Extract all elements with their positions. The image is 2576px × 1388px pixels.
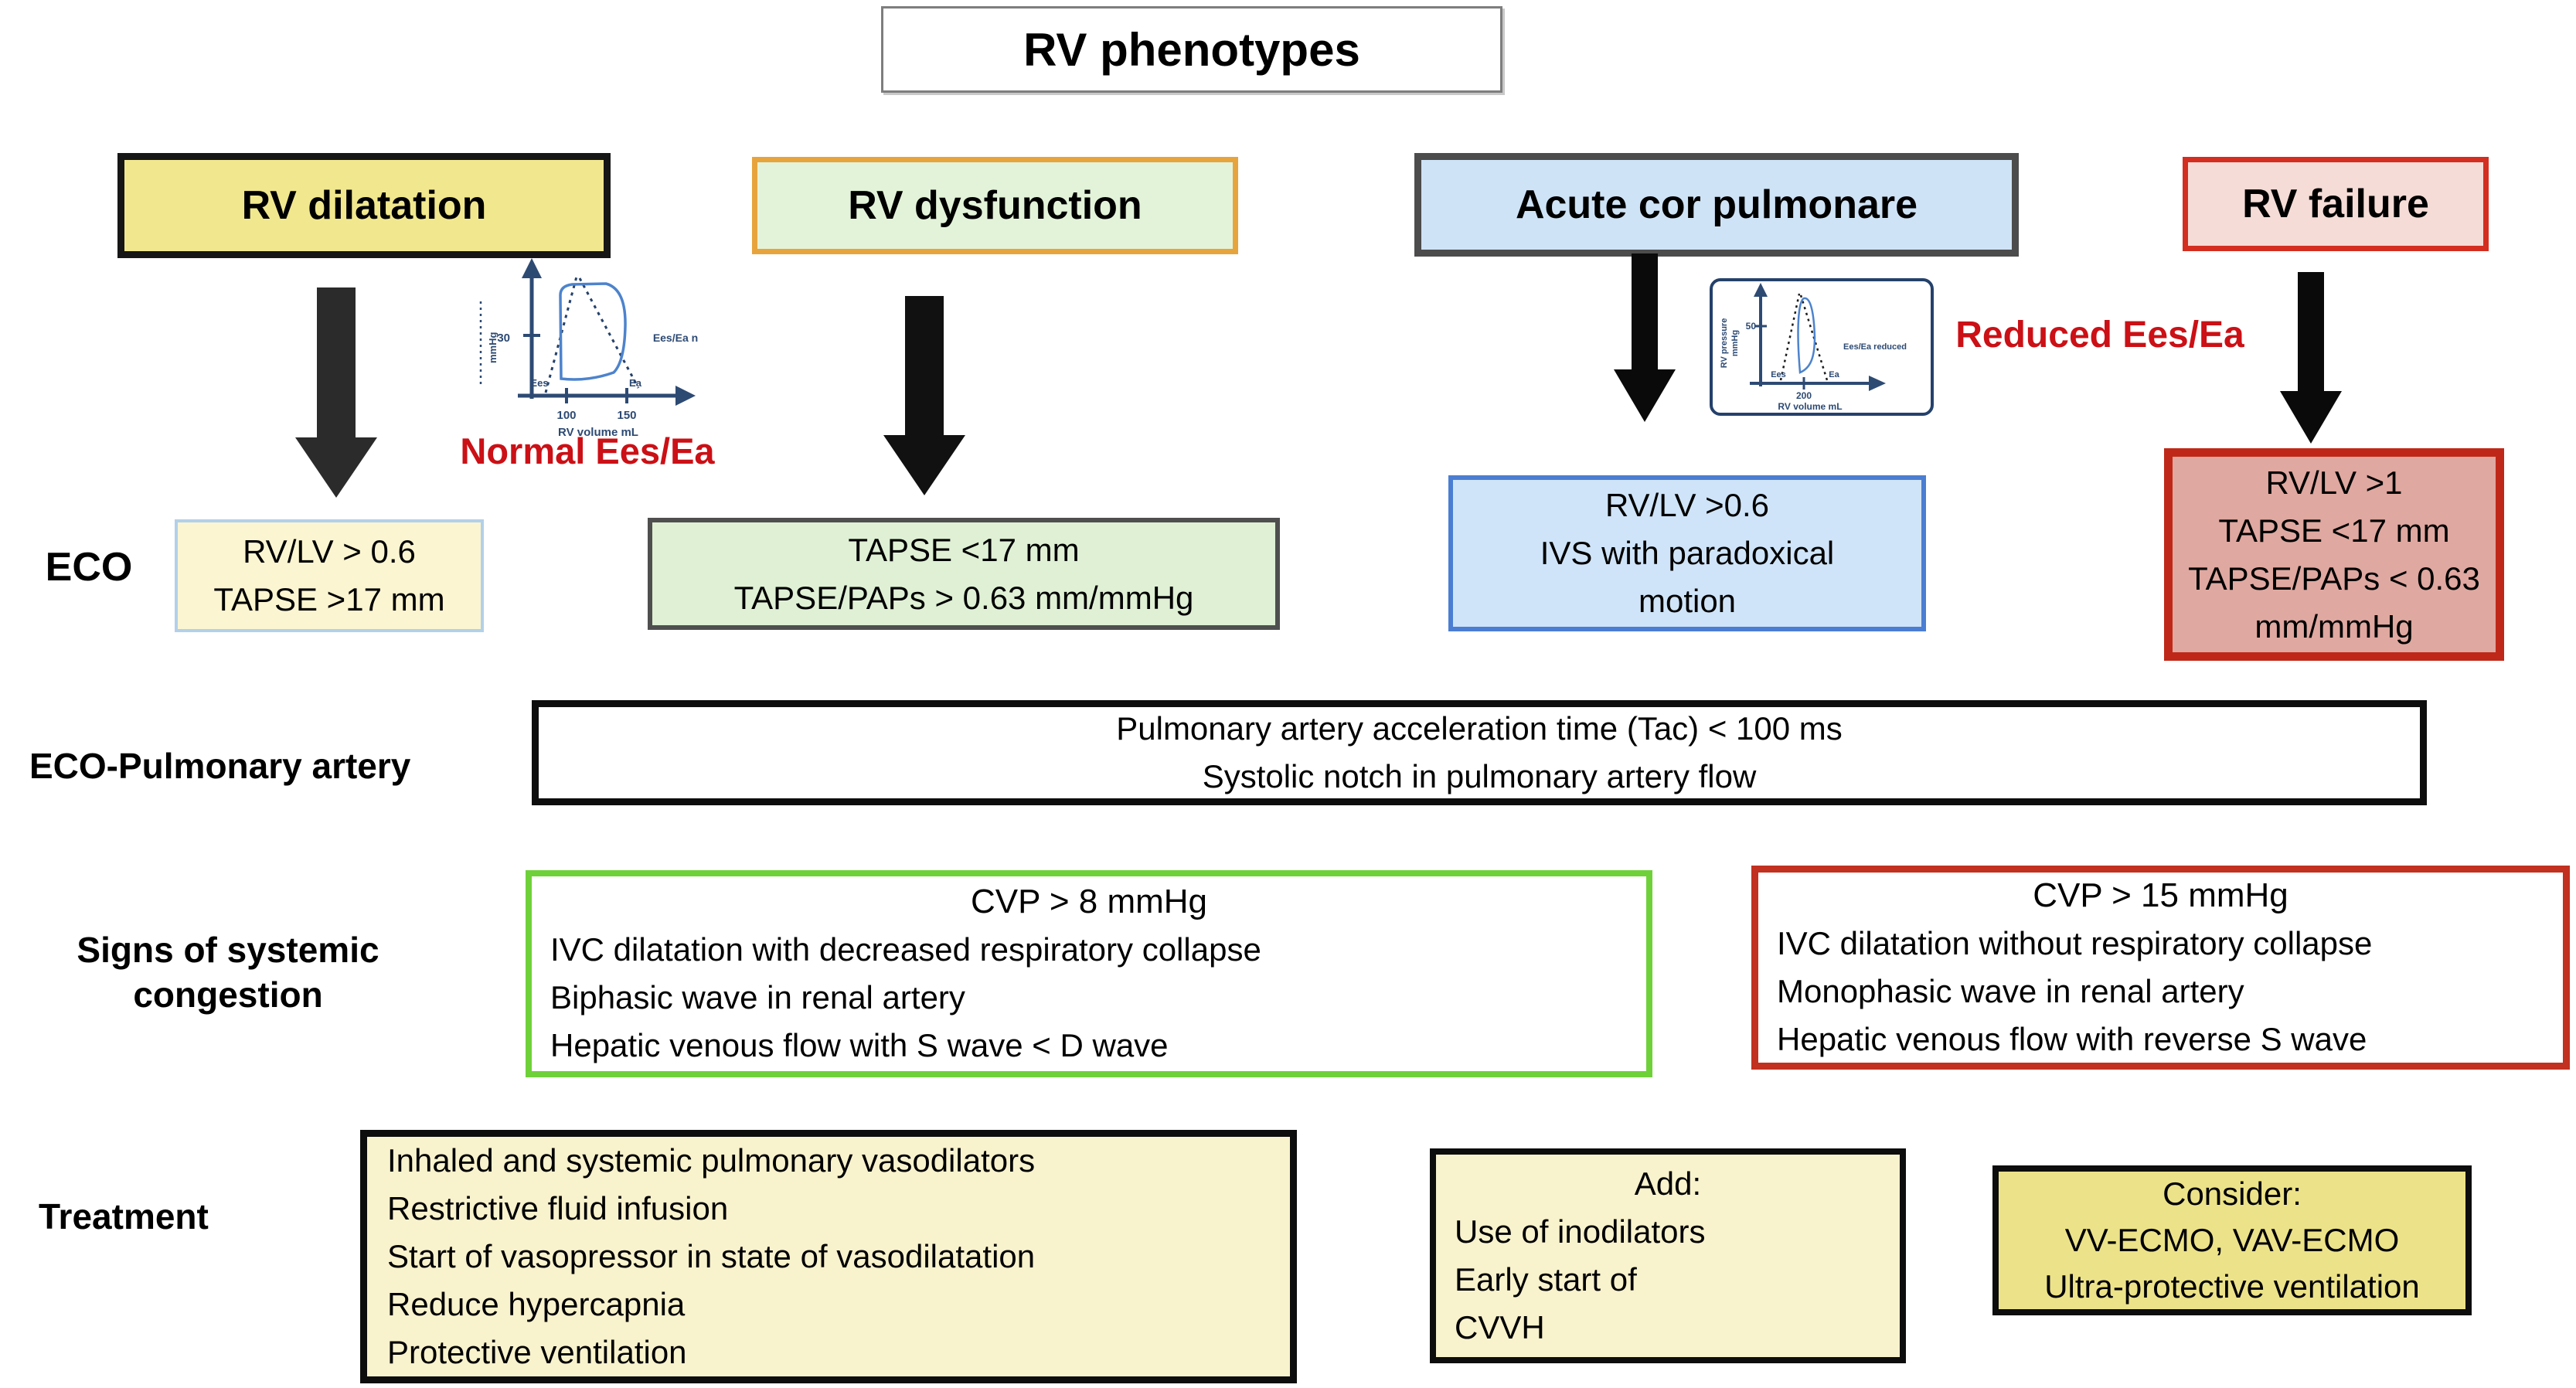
caption-reduced-ees-ea: Reduced Ees/Ea <box>1955 315 2244 356</box>
eco-line: RV/LV >0.6 <box>1604 487 1770 523</box>
eco-line: TAPSE <17 mm <box>848 531 1080 568</box>
treatment-item: VV-ECMO, VAV-ECMO <box>2064 1222 2400 1258</box>
figure-title-box: RV phenotypes <box>881 6 1502 93</box>
header-acute-cor-pulmonare-label: Acute cor pulmonare <box>1515 182 1918 227</box>
y-axis-label: mmHg <box>1730 330 1740 356</box>
congestion-item: Biphasic wave in renal artery <box>550 979 965 1015</box>
pv-loop-reduced-plot: RV pressure mmHg 50 Ees Ea 200 RV volume… <box>1720 283 1907 412</box>
header-rv-failure-label: RV failure <box>2242 182 2429 226</box>
eco-line: motion <box>1638 583 1737 619</box>
ea-label: Ea <box>629 377 642 389</box>
congestion-item: Hepatic venous flow with reverse S wave <box>1777 1021 2367 1057</box>
treatment-item: Reduce hypercapnia <box>387 1286 686 1322</box>
pa-line: Systolic notch in pulmonary artery flow <box>1202 758 1757 794</box>
row-label-line: congestion <box>133 975 323 1015</box>
row-label-systemic-congestion: Signs of systemic congestion <box>58 927 398 1017</box>
figure-title: RV phenotypes <box>1023 23 1360 76</box>
x-tick-label: 200 <box>1796 390 1812 401</box>
ees-label: Ees <box>530 377 548 389</box>
loop-annotation: Ees/Ea reduced <box>1843 342 1907 352</box>
row-label-line: Signs of systemic <box>77 930 379 970</box>
header-rv-dysfunction-label: RV dysfunction <box>848 183 1142 228</box>
eco-line: RV/LV >1 <box>2265 464 2403 501</box>
ees-label: Ees <box>1771 370 1786 379</box>
treatment-add-title: Add: <box>1634 1165 1702 1202</box>
treatment-item: Restrictive fluid infusion <box>387 1190 729 1226</box>
pulmonary-artery-box: Pulmonary artery acceleration time (Tac)… <box>532 700 2427 805</box>
treatment-item: Ultra-protective ventilation <box>2044 1268 2420 1305</box>
down-arrow-icon <box>2280 272 2342 444</box>
down-arrow-icon <box>295 287 377 498</box>
header-rv-failure: RV failure <box>2183 157 2489 251</box>
congestion-item: Monophasic wave in renal artery <box>1777 973 2244 1009</box>
eco-line: TAPSE >17 mm <box>213 581 445 617</box>
eco-line: TAPSE <17 mm <box>2218 512 2450 549</box>
treatment-item: Use of inodilators <box>1455 1213 1706 1250</box>
x-tick-label: 150 <box>617 409 636 422</box>
eco-box-acute-cor-pulmonare: RV/LV >0.6 IVS with paradoxical motion <box>1448 475 1926 631</box>
eco-line: mm/mmHg <box>2254 607 2414 645</box>
down-arrow-icon <box>883 296 965 495</box>
pv-loop-normal-plot: mmHg 30 Ees Ea 100 150 RV volume mL Ees/… <box>479 258 698 439</box>
congestion-box-moderate: CVP > 8 mmHg IVC dilatation with decreas… <box>526 870 1652 1077</box>
congestion-title: CVP > 15 mmHg <box>2033 876 2288 914</box>
treatment-consider-title: Consider: <box>2163 1175 2302 1212</box>
down-arrow-icon <box>1614 253 1676 422</box>
congestion-item: Hepatic venous flow with S wave < D wave <box>550 1027 1169 1063</box>
y-tick-label: 50 <box>1746 321 1757 332</box>
treatment-box-add: Add: Use of inodilators Early start of C… <box>1430 1148 1906 1363</box>
congestion-item: IVC dilatation without respiratory colla… <box>1777 925 2373 961</box>
treatment-box-consider: Consider: VV-ECMO, VAV-ECMO Ultra-protec… <box>1992 1165 2472 1315</box>
x-axis-label: RV volume mL <box>558 426 638 439</box>
eco-line: TAPSE/PAPs < 0.63 <box>2188 560 2480 597</box>
eco-box-rv-dilatation: RV/LV > 0.6 TAPSE >17 mm <box>175 519 484 632</box>
eco-box-rv-dysfunction: TAPSE <17 mm TAPSE/PAPs > 0.63 mm/mmHg <box>648 518 1280 630</box>
row-label-eco: ECO <box>45 545 133 590</box>
caption-normal-ees-ea: Normal Ees/Ea <box>460 430 715 471</box>
header-rv-dysfunction: RV dysfunction <box>752 157 1238 254</box>
header-acute-cor-pulmonare: Acute cor pulmonare <box>1414 153 2019 257</box>
loop-annotation: Ees/Ea n <box>653 332 698 344</box>
congestion-title: CVP > 8 mmHg <box>970 883 1208 920</box>
eco-box-rv-failure: RV/LV >1 TAPSE <17 mm TAPSE/PAPs < 0.63 … <box>2164 448 2504 661</box>
header-rv-dilatation: RV dilatation <box>117 153 611 258</box>
eco-line: IVS with paradoxical <box>1540 535 1835 571</box>
treatment-item: Inhaled and systemic pulmonary vasodilat… <box>387 1142 1036 1179</box>
ea-label: Ea <box>1829 370 1839 379</box>
row-label-treatment: Treatment <box>39 1196 209 1237</box>
treatment-item: CVVH <box>1455 1309 1545 1345</box>
y-tick-label: 30 <box>497 332 510 345</box>
eco-line: TAPSE/PAPs > 0.63 mm/mmHg <box>733 579 1194 616</box>
x-axis-label: RV volume mL <box>1778 401 1842 412</box>
congestion-box-severe: CVP > 15 mmHg IVC dilatation without res… <box>1751 866 2570 1070</box>
treatment-box-general: Inhaled and systemic pulmonary vasodilat… <box>360 1130 1297 1383</box>
x-tick-label: 100 <box>556 409 576 422</box>
row-label-eco-pulmonary-artery: ECO-Pulmonary artery <box>29 746 411 786</box>
congestion-item: IVC dilatation with decreased respirator… <box>550 931 1261 968</box>
header-rv-dilatation-label: RV dilatation <box>241 183 487 228</box>
treatment-item: Start of vasopressor in state of vasodil… <box>387 1238 1036 1274</box>
y-axis-label: mmHg <box>487 332 499 363</box>
y-axis-label: RV pressure <box>1720 318 1729 369</box>
treatment-item: Early start of <box>1455 1261 1637 1298</box>
pa-line: Pulmonary artery acceleration time (Tac)… <box>1116 710 1843 747</box>
pv-loop-reduced-frame: RV pressure mmHg 50 Ees Ea 200 RV volume… <box>1710 278 1934 416</box>
treatment-item: Protective ventilation <box>387 1334 687 1370</box>
eco-line: RV/LV > 0.6 <box>243 533 416 570</box>
